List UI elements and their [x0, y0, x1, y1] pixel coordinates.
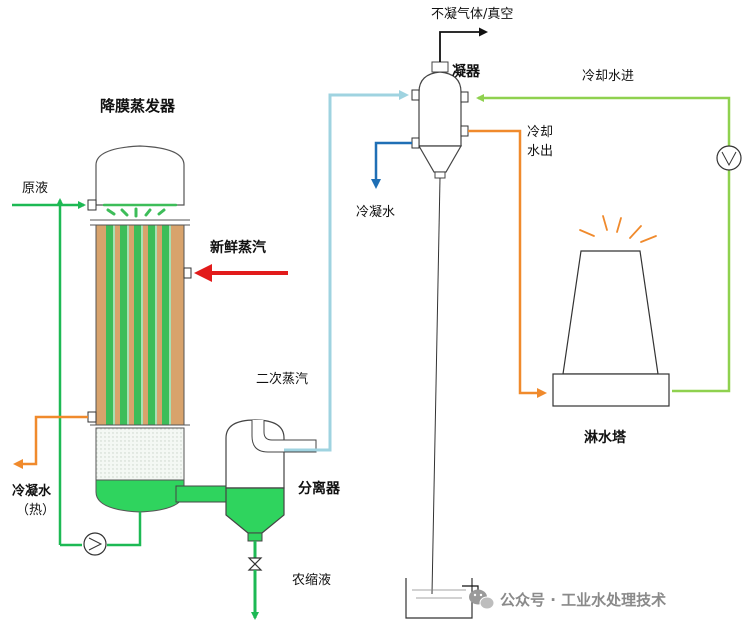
hot-condensate-label: 冷凝水	[12, 483, 52, 499]
tube-bundle	[106, 225, 171, 425]
cooling-water-return-lower	[672, 170, 731, 393]
liquid-transfer-pipe	[175, 485, 231, 503]
secondary-steam-label: 二次蒸汽	[256, 371, 308, 387]
separator-vessel	[225, 419, 317, 542]
concentrate-valve[interactable]	[247, 557, 263, 571]
evaporator-top-dome	[95, 145, 185, 206]
secondary-steam-line	[284, 90, 409, 452]
vacuum-outlet-arrow	[439, 27, 488, 62]
recirculation-suction	[107, 512, 142, 547]
cooling-water-in-label: 冷却水进	[582, 69, 634, 84]
cooling-tower-label: 淋水塔	[584, 429, 627, 446]
hot-condensate-arrow	[13, 415, 88, 469]
seal-tank	[405, 578, 483, 619]
hot-condensate-label-sub: （热）	[16, 503, 55, 518]
concentrate-label: 农缩液	[292, 572, 331, 588]
steam-nozzle	[183, 267, 192, 279]
condenser-vessel	[411, 61, 469, 179]
watermark: 公众号 · 工业水处理技术	[469, 589, 666, 610]
evaporator-bottom-liquid	[95, 479, 185, 513]
falling-film-evaporator	[87, 145, 192, 513]
feed-nozzle	[87, 199, 97, 211]
separator-label: 分离器	[298, 480, 341, 497]
cooling-water-out-label-sub: 水出	[527, 144, 553, 159]
wechat-icon	[469, 589, 495, 610]
distributor-spray	[102, 203, 178, 218]
evaporator-lower-section	[95, 427, 185, 481]
cooling-water-out-label: 冷却	[527, 125, 553, 140]
fresh-steam-label: 新鲜蒸汽	[210, 239, 266, 256]
barometric-leg	[431, 177, 441, 595]
feed-label: 原液	[22, 181, 48, 196]
condensate-label: 冷凝水	[356, 204, 395, 220]
recirculation-pump[interactable]	[83, 532, 107, 556]
noncondensable-label: 不凝气体/真空	[431, 6, 513, 22]
steam-rays	[579, 215, 657, 243]
watermark-text: 公众号 · 工业水处理技术	[500, 591, 666, 609]
condensate-nozzle	[87, 411, 97, 423]
cooling-water-out-line	[468, 129, 547, 398]
evaporator-label: 降膜蒸发器	[100, 97, 176, 115]
condenser-label: 凝器	[452, 64, 481, 80]
cooling-water-pump[interactable]	[716, 145, 742, 171]
condensate-outlet-arrow	[371, 141, 412, 189]
cooling-tower	[552, 250, 670, 407]
cooling-water-in-line	[476, 94, 731, 146]
